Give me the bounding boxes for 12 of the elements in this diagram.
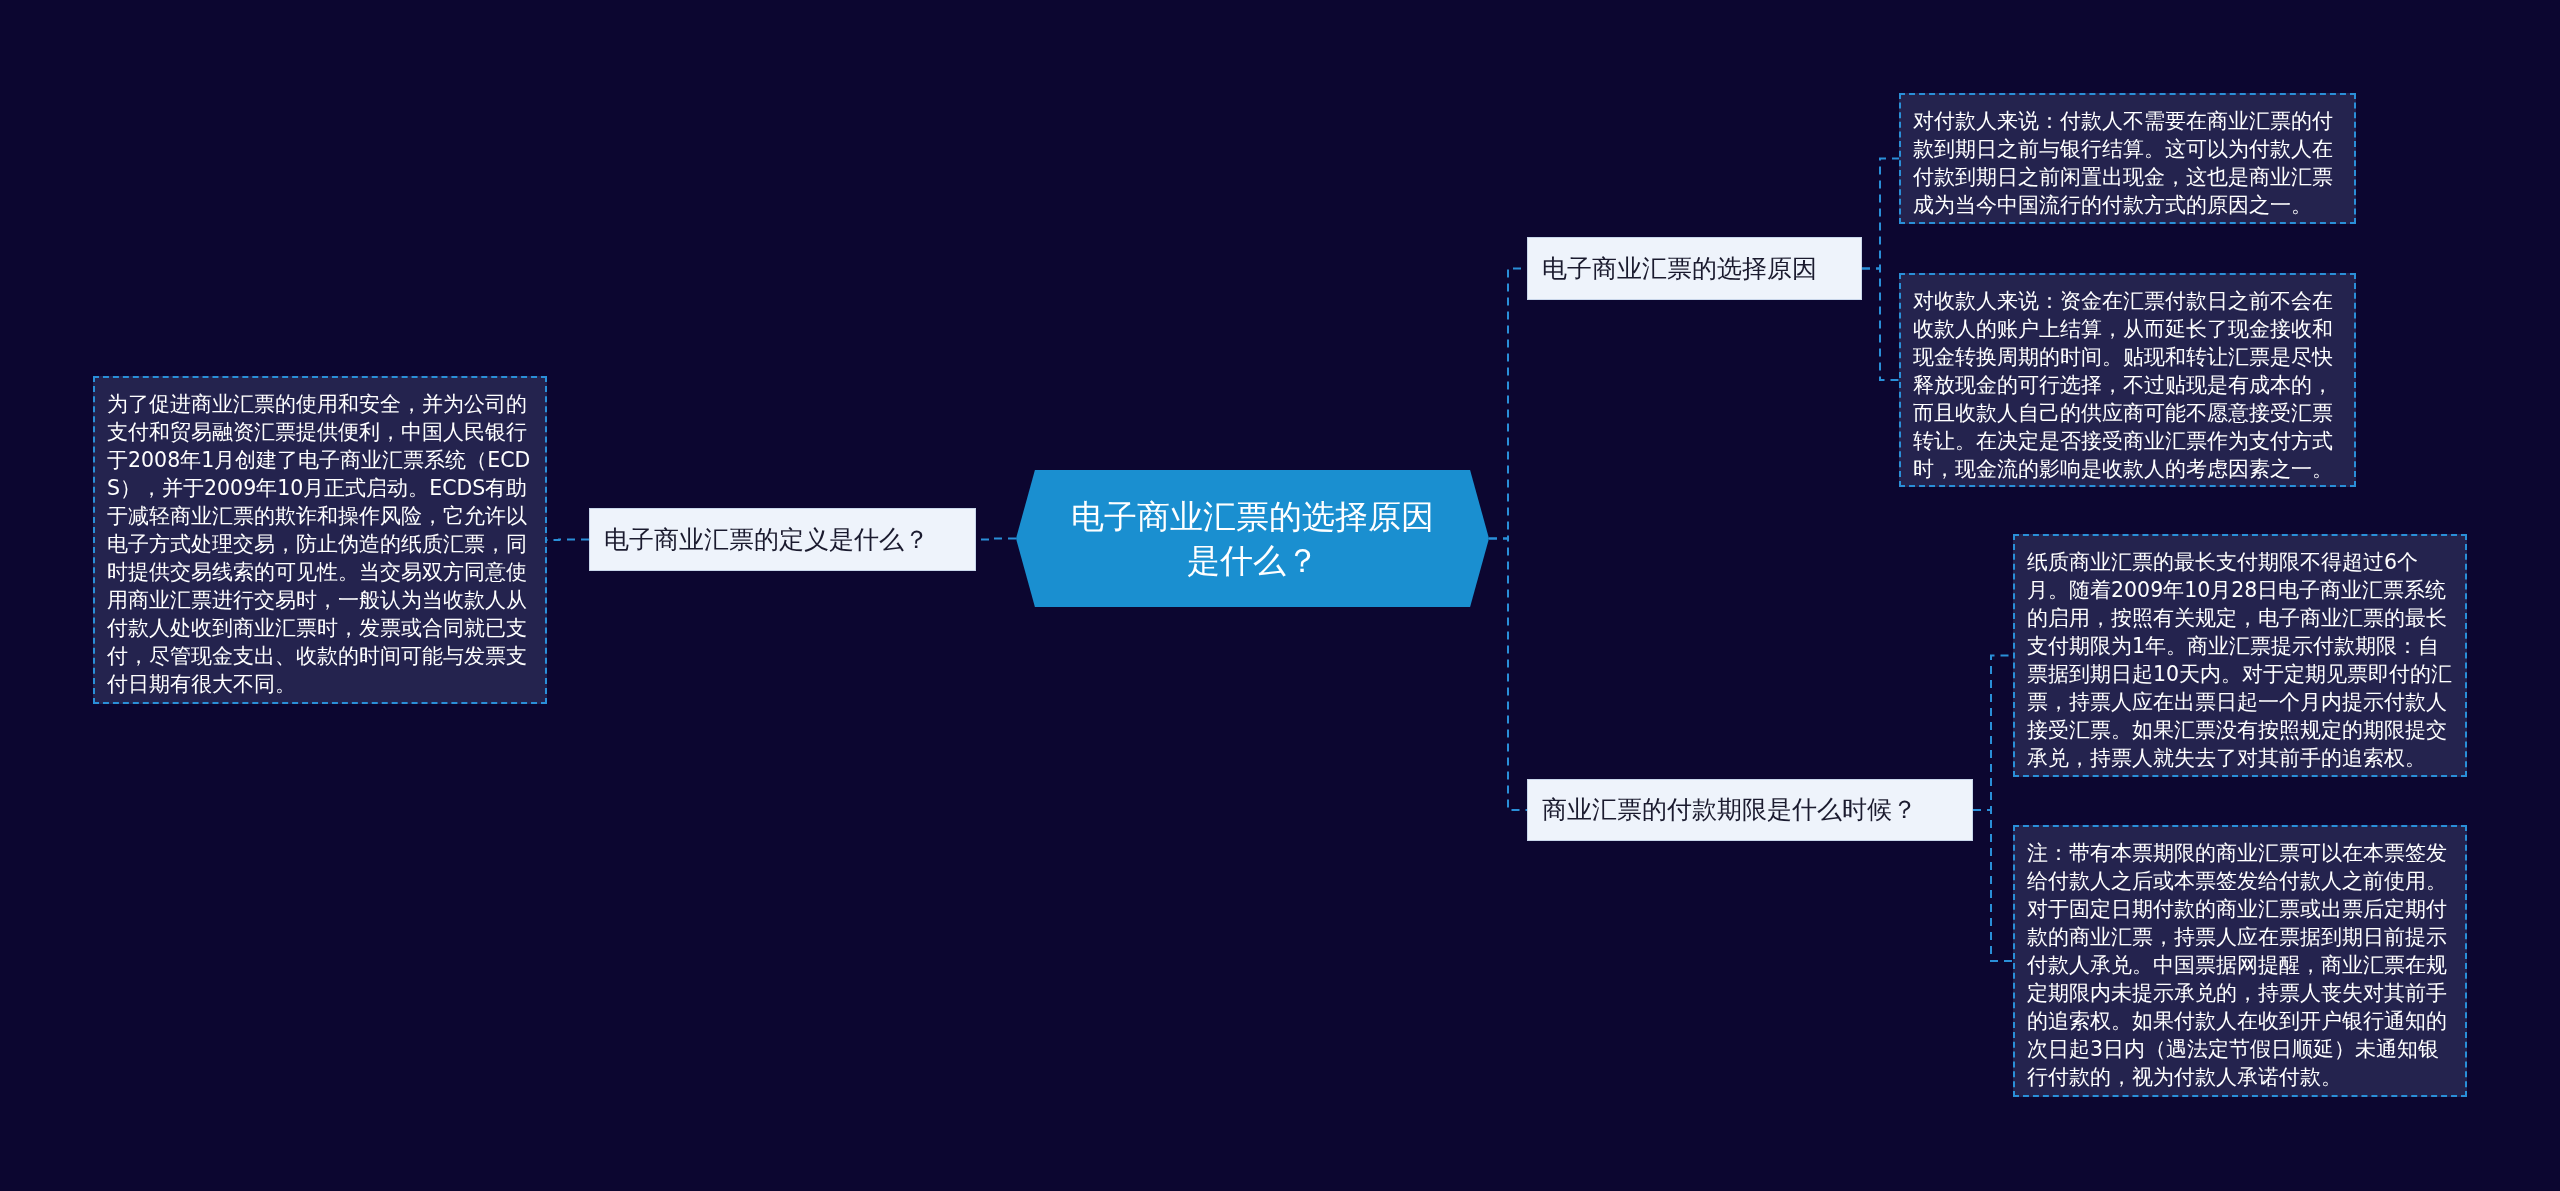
note-box: 纸质商业汇票的最长支付期限不得超过6个月。随着2009年10月28日电子商业汇票系统的启用，按照有关规定，电子商业汇票的最长支付期限为1年。商业汇票提示付款期限：自票据到期日起10天内。对于定期见票即付的汇票，持票人应在出票日起一个月内提示付款人接受汇票。如果汇票没有按照规定的期限提交承兑，持票人就失去了对其前手的追索权。 (2013, 534, 2467, 777)
connector-line (1972, 809, 2014, 962)
topic-box: 电子商业汇票的定义是什么？ (589, 508, 976, 571)
topic-box: 商业汇票的付款期限是什么时候？ (1527, 779, 1973, 841)
connector-line (1488, 537, 1528, 811)
note-box: 为了促进商业汇票的使用和安全，并为公司的支付和贸易融资汇票提供便利，中国人民银行于2008年1月创建了电子商业汇票系统（ECDS），并于2009年10月正式启动。ECDS有助于减轻商业汇票的欺诈和操作风险，它允许以电子方式处理交易，防止伪造的纸质汇票，同时提供交易线索的可见性。当交易双方同意使用商业汇票进行交易时，一般认为当收款人从付款人处收到商业汇票时，发票或合同就已支付，尽管现金支出、收款的时间可能与发票支付日期有很大不同。 (93, 376, 547, 704)
note-box: 注：带有本票期限的商业汇票可以在本票签发给付款人之后或本票签发给付款人之前使用。对于固定日期付款的商业汇票或出票后定期付款的商业汇票，持票人应在票据到期日前提示付款人承兑。中国票据网提醒，商业汇票在规定期限内未提示承兑的，持票人丧失对其前手的追索权。如果付款人在收到开户银行通知的次日起3日内（遇法定节假日顺延）未通知银行付款的，视为付款人承诺付款。 (2013, 825, 2467, 1097)
note-box: 对收款人来说：资金在汇票付款日之前不会在收款人的账户上结算，从而延长了现金接收和现金转换周期的时间。贴现和转让汇票是尽快释放现金的可行选择，不过贴现是有成本的，而且收款人自己的供应商可能不愿意接受汇票转让。在决定是否接受商业汇票作为支付方式时，现金流的影响是收款人的考虑因素之一。 (1899, 273, 2356, 487)
note-box: 对付款人来说：付款人不需要在商业汇票的付款到期日之前与银行结算。这可以为付款人在付款到期日之前闲置出现金，这也是商业汇票成为当今中国流行的付款方式的原因之一。 (1899, 93, 2356, 224)
topic-box: 电子商业汇票的选择原因 (1527, 237, 1862, 300)
connector-line (1861, 267, 1900, 381)
central-topic-hexagon: 电子商业汇票的选择原因是什么？ (1016, 470, 1489, 607)
